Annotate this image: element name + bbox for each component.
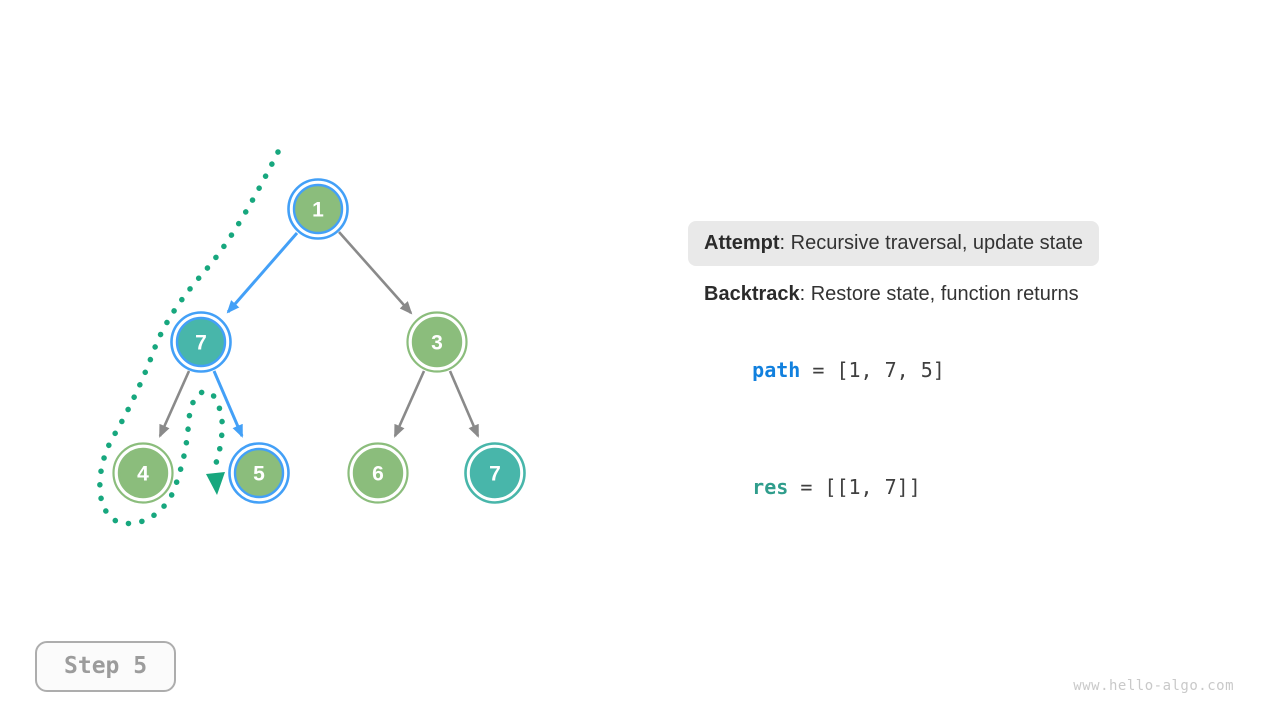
node-circle	[292, 183, 344, 235]
res-state-line: res = [[1, 7]]	[704, 450, 921, 525]
step-indicator: Step 5	[35, 641, 177, 692]
tree-edge	[448, 370, 480, 438]
node-value-label: 3	[431, 332, 443, 355]
tree-edge	[212, 370, 244, 438]
node-circle	[175, 316, 227, 368]
node-circle	[352, 447, 404, 499]
backtrack-legend: Backtrack: Restore state, function retur…	[704, 282, 1079, 306]
node-circle	[233, 447, 285, 499]
path-value: = [1, 7, 5]	[800, 358, 945, 382]
tree-edge	[226, 232, 299, 314]
node-circle	[469, 447, 521, 499]
backtrack-trace-path	[97, 149, 281, 527]
tree-node-5: 5	[228, 442, 290, 504]
node-value-label: 5	[253, 463, 265, 486]
watermark: www.hello-algo.com	[1073, 678, 1234, 694]
res-value: = [[1, 7]]	[788, 475, 921, 499]
backtrack-text: : Restore state, function returns	[799, 283, 1079, 305]
attempt-text: : Recursive traversal, update state	[779, 232, 1084, 254]
tree-edge	[158, 370, 191, 438]
tree-node-3: 3	[406, 311, 468, 373]
tree-node-4: 4	[112, 442, 174, 504]
attempt-legend: Attempt: Recursive traversal, update sta…	[688, 221, 1100, 266]
tree-edges	[158, 231, 480, 438]
res-variable: res	[752, 475, 789, 499]
node-value-label: 7	[195, 332, 207, 355]
node-circle	[117, 447, 169, 499]
tree-node-7: 7	[170, 311, 232, 373]
backtrack-trace-arrowhead-icon	[206, 472, 225, 495]
backtrack-label: Backtrack	[704, 283, 800, 305]
node-value-label: 1	[312, 199, 324, 222]
tree-node-7: 7	[464, 442, 526, 504]
path-variable: path	[752, 358, 801, 382]
node-circle	[411, 316, 463, 368]
node-value-label: 6	[372, 463, 384, 486]
tree-edge	[393, 370, 426, 438]
tree-node-1: 1	[287, 178, 349, 240]
tree-nodes: 1 7 3 4 5 6 7	[112, 178, 526, 504]
backtrack-trace	[97, 149, 281, 527]
node-value-label: 7	[489, 463, 501, 486]
path-state-line: path = [1, 7, 5]	[704, 333, 945, 408]
attempt-label: Attempt	[704, 232, 780, 254]
node-value-label: 4	[137, 463, 149, 486]
tree-node-6: 6	[347, 442, 409, 504]
tree-edge	[338, 231, 413, 315]
